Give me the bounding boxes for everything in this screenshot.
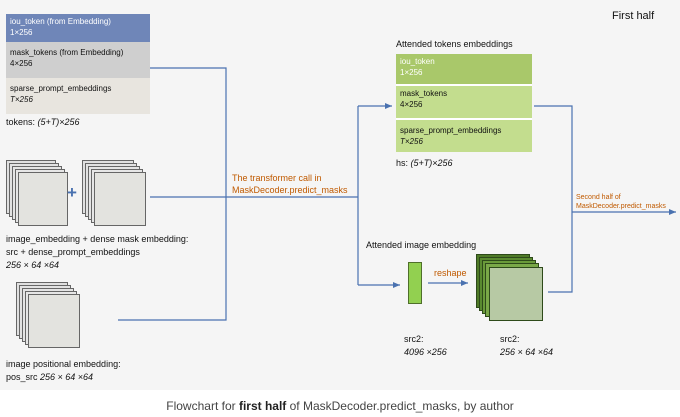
positional-connector [118, 197, 227, 321]
diagram-canvas: First half iou_token (from Embedding) 1×… [6, 10, 676, 383]
mask-tokens-shape: 4×256 [10, 59, 33, 68]
positional-shape: 256 × 64 ×64 [40, 372, 94, 382]
connector-lines [118, 67, 676, 321]
src2-image-label: src2: [500, 334, 520, 344]
attended-sparse-label: sparse_prompt_embeddings [400, 126, 502, 135]
hs-caption-prefix: hs: [396, 158, 411, 168]
hs-caption: hs: (5+T)×256 [396, 157, 453, 169]
sparse-prompt-label: sparse_prompt_embeddings [10, 84, 112, 93]
caption-suffix: of MaskDecoder.predict_masks, by author [286, 399, 514, 413]
transformer-label-line2: MaskDecoder.predict_masks [232, 185, 348, 195]
tokens-caption: tokens: (5+T)×256 [6, 116, 80, 128]
iou-token-shape: 1×256 [10, 28, 33, 37]
tokens-stack: iou_token (from Embedding) 1×256 mask_to… [6, 14, 150, 114]
plus-icon: + [67, 183, 77, 202]
attended-sparse-block: sparse_prompt_embeddings T×256 [396, 120, 532, 152]
iou-token-label: iou_token (from Embedding) [10, 17, 111, 26]
attended-iou-token-shape: 1×256 [400, 68, 423, 77]
caption-prefix: Flowchart for [166, 399, 239, 413]
attended-sparse-shape: T×256 [400, 137, 423, 146]
tokens-caption-prefix: tokens: [6, 117, 38, 127]
attended-mask-tokens-label: mask_tokens [400, 89, 448, 98]
positional-line1: image positional embedding: [6, 359, 121, 369]
positional-line2: pos_src 256 × 64 ×64 [6, 371, 93, 383]
image-embedding-shape: 256 × 64 ×64 [6, 260, 60, 270]
image-embedding-line1: image_embedding + dense mask embedding: [6, 234, 189, 244]
positional-line2-prefix: pos_src [6, 372, 41, 382]
image-embedding-stack [6, 160, 70, 226]
attended-tokens-title: Attended tokens embeddings [396, 39, 513, 49]
second-half-label-line2: MaskDecoder.predict_masks [576, 203, 666, 210]
sparse-prompt-block: sparse_prompt_embeddings T×256 [6, 78, 150, 114]
positional-embedding-stack [16, 282, 84, 348]
reshape-label: reshape [434, 268, 467, 278]
image-output-connector [548, 212, 573, 293]
attended-tokens-stack: iou_token 1×256 mask_tokens 4×256 sparse… [396, 54, 532, 152]
src2-vector-shape: 4096 ×256 [404, 347, 447, 357]
hs-caption-shape: (5+T)×256 [410, 158, 453, 168]
mask-tokens-block: mask_tokens (from Embedding) 4×256 [6, 42, 150, 78]
mask-tokens-label: mask_tokens (from Embedding) [10, 48, 124, 57]
image-embedding-line2: src + dense_prompt_embeddings [6, 247, 140, 257]
attended-image-title: Attended image embedding [366, 240, 477, 250]
caption-bold: first half [238, 399, 287, 413]
src2-image-stack [476, 254, 548, 328]
attended-mask-tokens-shape: 4×256 [400, 100, 423, 109]
attended-iou-token-block: iou_token 1×256 [396, 54, 532, 84]
src2-image-shape: 256 × 64 ×64 [500, 347, 554, 357]
src2-vector-bar [408, 262, 422, 304]
tokens-connector [150, 67, 227, 197]
attended-iou-token-label: iou_token [400, 57, 435, 66]
iou-token-block: iou_token (from Embedding) 1×256 [6, 14, 150, 42]
attended-mask-tokens-block: mask_tokens 4×256 [396, 86, 532, 118]
page-title: First half [612, 10, 655, 22]
src2-vector-label: src2: [404, 334, 424, 344]
sparse-prompt-shape: T×256 [10, 95, 33, 104]
second-half-label-line1: Second half of [576, 194, 621, 201]
dense-mask-stack [82, 160, 148, 226]
figure-caption: Flowchart for first half of MaskDecoder.… [0, 399, 680, 413]
tokens-output-connector [534, 105, 573, 212]
transformer-label-line1: The transformer call in [232, 173, 322, 183]
tokens-caption-shape: (5+T)×256 [37, 117, 80, 127]
